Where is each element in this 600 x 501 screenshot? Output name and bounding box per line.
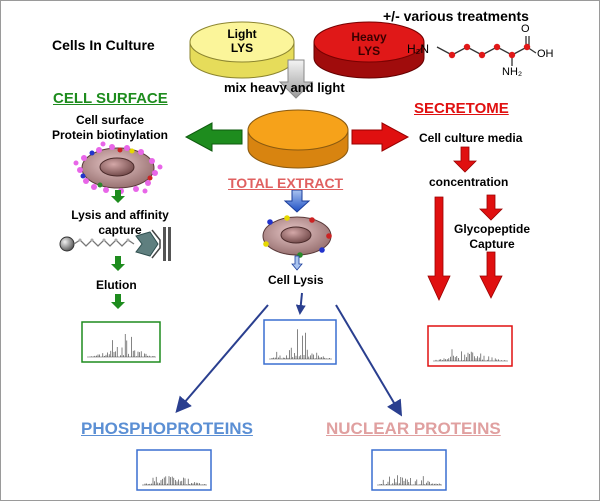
total-extract-cell [262, 215, 332, 258]
affinity-capture-illustration [59, 227, 171, 261]
cell-surface-desc: Cell surface Protein biotinylation [35, 113, 185, 143]
heavy-lys-line1: Heavy [351, 30, 387, 44]
cell-culture-media-label: Cell culture media [419, 131, 523, 145]
green-arrow-2 [111, 256, 125, 271]
cell-lysis-label: Cell Lysis [268, 273, 324, 287]
secretome-arrow-2 [479, 194, 503, 221]
cell-lysis-arrow [291, 255, 303, 271]
phosphoproteins-heading: PHOSPHOPROTEINS [81, 419, 253, 438]
secretome-long-arrow [427, 196, 451, 301]
light-lys-label: Light LYS [212, 27, 272, 55]
light-lys-line2: LYS [230, 41, 254, 55]
molecule-o: O [521, 23, 530, 35]
glycopeptide-line2: Capture [469, 237, 515, 251]
lysis-affinity-line2: capture [98, 223, 142, 237]
cells-in-culture-label: Cells In Culture [52, 37, 155, 53]
total-extract-arrow [283, 189, 311, 213]
arrow-to-phosphoproteins [175, 304, 269, 414]
cell-surface-heading: CELL SURFACE [53, 90, 168, 107]
concentration-label: concentration [429, 175, 509, 189]
cell-surface-spectrum [81, 321, 161, 363]
arrow-to-total-spectrum [295, 292, 306, 315]
heavy-lys-label: Heavy LYS [339, 30, 399, 58]
elution-label: Elution [96, 278, 137, 292]
green-arrow-1 [111, 190, 125, 203]
mix-label: mix heavy and light [224, 80, 345, 95]
molecule-nh2: NH₂ [502, 66, 523, 78]
molecule-h2n: H₂N [407, 42, 429, 56]
lysine-structure [436, 36, 537, 66]
biotinylated-cell [73, 141, 163, 194]
green-arrow-3 [111, 294, 125, 309]
cell-surface-desc-line2: Protein biotinylation [52, 128, 168, 142]
arrow-to-nuclear-proteins [335, 304, 403, 417]
light-lys-line1: Light [227, 27, 257, 41]
heavy-lys-line2: LYS [357, 44, 381, 58]
total-extract-spectrum [263, 319, 337, 365]
glycopeptide-line1: Glycopeptide [453, 222, 530, 236]
glycopeptide-label: Glycopeptide Capture [445, 222, 539, 252]
secretome-heading: SECRETOME [414, 100, 509, 117]
heavy-lys-dish [313, 21, 425, 79]
secretome-arrow-3 [479, 251, 503, 299]
nuclear-proteins-heading: NUCLEAR PROTEINS [326, 419, 501, 438]
treatments-label: +/- various treatments [383, 8, 529, 24]
molecule-oh: OH [537, 48, 554, 60]
total-extract-heading: TOTAL EXTRACT [228, 175, 344, 191]
mix-arrow [278, 59, 314, 99]
lysis-affinity-line1: Lysis and affinity [71, 208, 169, 222]
nuclear-proteins-spectrum [371, 449, 447, 491]
mixed-dish [247, 109, 349, 169]
secretome-spectrum [427, 325, 513, 367]
phosphoproteins-spectrum [136, 449, 212, 491]
cell-surface-desc-line1: Cell surface [75, 113, 145, 127]
light-lys-dish [189, 21, 295, 79]
lysis-affinity-label: Lysis and affinity capture [50, 208, 190, 238]
secretome-arrow-1 [453, 146, 477, 173]
cell-surface-arrow [184, 122, 243, 152]
secretome-arrow [351, 122, 410, 152]
